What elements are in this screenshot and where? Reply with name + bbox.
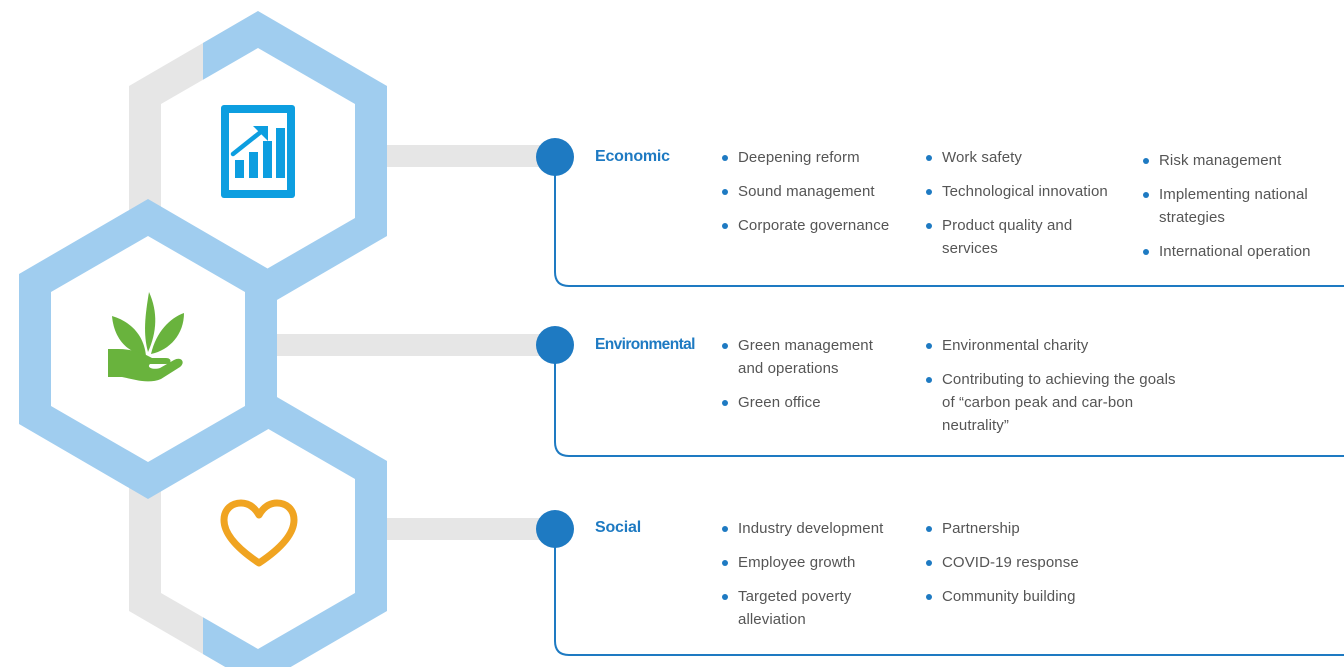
heart-icon <box>220 499 298 567</box>
list-item: Sound management <box>722 180 922 203</box>
connector-social <box>380 518 555 540</box>
social-column-2: Partnership COVID-19 response Community … <box>926 517 1126 608</box>
list-item: Deepening reform <box>722 146 922 169</box>
list-item: Product quality and services <box>926 214 1092 260</box>
economic-column-1: Deepening reform Sound management Corpor… <box>722 146 922 237</box>
social-column-1: Industry development Employee growth Tar… <box>722 517 922 631</box>
node-environmental <box>536 326 574 364</box>
list-item: Work safety <box>926 146 1126 169</box>
list-item: Environmental charity <box>926 334 1196 357</box>
timeline-line-economic <box>554 157 1344 287</box>
list-item: Implementing national strategies <box>1143 183 1342 229</box>
environmental-column-1: Green management and operations Green of… <box>722 334 902 414</box>
list-item: Community building <box>926 585 1126 608</box>
list-item: Green management and operations <box>722 334 898 380</box>
heading-social: Social <box>595 519 641 536</box>
list-item: COVID-19 response <box>926 551 1126 574</box>
heading-environmental: Environmental <box>595 336 695 353</box>
growth-chart-icon <box>221 105 295 198</box>
list-item: Contributing to achieving the goals of “… <box>926 368 1192 437</box>
list-item: Technological innovation <box>926 180 1126 203</box>
timeline-line-environmental <box>554 345 1344 457</box>
node-social <box>536 510 574 548</box>
node-economic <box>536 138 574 176</box>
list-item: Targeted poverty alleviation <box>722 585 888 631</box>
plant-in-hand-icon <box>108 292 184 382</box>
list-item: International operation <box>1143 240 1342 263</box>
economic-column-2: Work safety Technological innovation Pro… <box>926 146 1126 260</box>
economic-column-3: Risk management Implementing national st… <box>1143 149 1342 263</box>
heading-economic: Economic <box>595 148 670 165</box>
list-item: Industry development <box>722 517 922 540</box>
list-item: Employee growth <box>722 551 922 574</box>
list-item: Partnership <box>926 517 1126 540</box>
connector-environmental <box>270 334 555 356</box>
timeline-line-social <box>554 529 1344 656</box>
list-item: Risk management <box>1143 149 1342 172</box>
list-item: Corporate governance <box>722 214 922 237</box>
connector-economic <box>380 145 555 167</box>
environmental-column-2: Environmental charity Contributing to ac… <box>926 334 1196 437</box>
list-item: Green office <box>722 391 902 414</box>
